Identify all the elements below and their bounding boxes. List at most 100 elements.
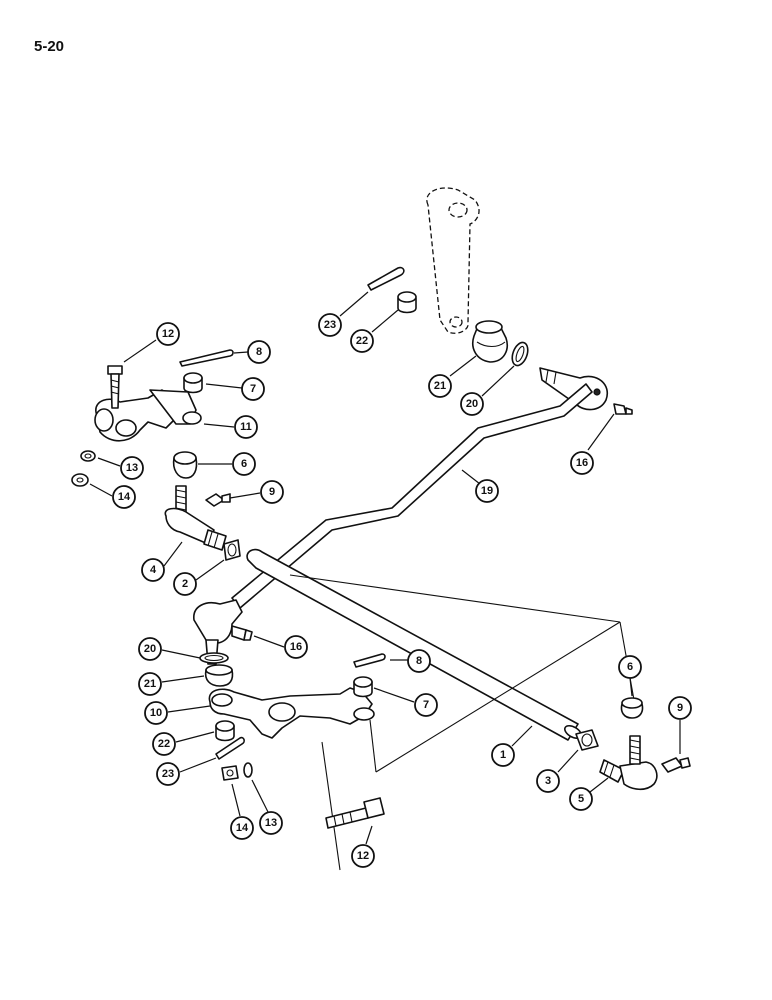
jam-nut-3 — [575, 729, 599, 751]
svg-text:21: 21 — [144, 678, 156, 690]
svg-text:22: 22 — [158, 738, 170, 750]
grease-fitting-upper — [613, 403, 633, 415]
washer-13-lower — [243, 762, 253, 778]
callout-14-lower: 14 — [230, 816, 254, 840]
callout-13-upper: 13 — [120, 456, 144, 480]
callout-16-lower: 16 — [284, 635, 308, 659]
grease-fitting-9-lower — [661, 757, 691, 773]
svg-text:7: 7 — [250, 383, 256, 395]
callout-6-lower: 6 — [618, 655, 642, 679]
nut-14-upper — [71, 473, 89, 487]
callout-9-upper: 9 — [260, 480, 284, 504]
callout-12-lower: 12 — [351, 844, 375, 868]
grease-fitting-16-lower — [231, 625, 253, 641]
callout-11: 11 — [234, 415, 258, 439]
callout-8-upper: 8 — [247, 340, 271, 364]
callout-22-lower: 22 — [152, 732, 176, 756]
svg-text:22: 22 — [356, 335, 368, 347]
page-number: 5-20 — [34, 38, 65, 55]
callout-21-lower: 21 — [138, 672, 162, 696]
svg-text:3: 3 — [545, 775, 551, 787]
tie-rod-end-upper-right — [539, 367, 609, 411]
callout-21-upper: 21 — [428, 374, 452, 398]
callout-6-upper: 6 — [232, 452, 256, 476]
callout-7-lower: 7 — [414, 693, 438, 717]
svg-text:13: 13 — [126, 462, 138, 474]
dust-boot-upper — [472, 320, 508, 363]
castle-nut-upper — [397, 291, 417, 314]
svg-text:6: 6 — [627, 661, 633, 673]
callout-23-lower: 23 — [156, 762, 180, 786]
cotter-pin-23-lower — [215, 736, 245, 760]
svg-text:16: 16 — [290, 641, 302, 653]
callout-10: 10 — [144, 701, 168, 725]
svg-text:6: 6 — [241, 458, 247, 470]
castle-nut-7-upper — [183, 372, 203, 394]
svg-text:14: 14 — [118, 491, 131, 503]
bolt-lower — [325, 797, 385, 829]
svg-text:8: 8 — [416, 655, 422, 667]
callout-14-upper: 14 — [112, 485, 136, 509]
svg-text:11: 11 — [240, 421, 252, 433]
castle-nut-7-lower — [353, 676, 373, 698]
tie-rod-end-right — [599, 735, 658, 791]
washer-13-upper — [80, 450, 96, 462]
leader-lines — [89, 291, 681, 845]
svg-text:5: 5 — [578, 793, 584, 805]
svg-text:10: 10 — [150, 707, 162, 719]
callout-23-upper: 23 — [318, 313, 342, 337]
callout-19: 19 — [475, 479, 499, 503]
cotter-pin-upper — [367, 266, 405, 291]
svg-text:2: 2 — [182, 578, 188, 590]
retaining-ring-lower — [199, 652, 229, 664]
retaining-ring-upper — [511, 341, 529, 367]
callout-4: 4 — [141, 558, 165, 582]
svg-text:20: 20 — [466, 398, 478, 410]
svg-text:9: 9 — [677, 702, 683, 714]
svg-text:12: 12 — [357, 850, 369, 862]
svg-text:23: 23 — [324, 319, 336, 331]
svg-text:8: 8 — [256, 346, 262, 358]
svg-text:9: 9 — [269, 486, 275, 498]
tie-rod-end-left — [164, 485, 227, 551]
cotter-pin-8-upper — [179, 349, 234, 367]
seal-6-upper — [172, 451, 198, 479]
svg-text:12: 12 — [162, 328, 174, 340]
callout-8-lower: 8 — [407, 649, 431, 673]
dust-boot-lower — [204, 664, 234, 687]
callout-3: 3 — [536, 769, 560, 793]
callout-20-lower: 20 — [138, 637, 162, 661]
svg-text:13: 13 — [265, 817, 277, 829]
svg-text:4: 4 — [150, 564, 157, 576]
nut-14-lower — [221, 765, 239, 781]
callout-1: 1 — [491, 743, 515, 767]
svg-text:16: 16 — [576, 457, 588, 469]
bolt-upper — [107, 365, 123, 409]
callout-12-upper: 12 — [156, 322, 180, 346]
reference-lines — [289, 574, 635, 871]
jam-nut-2 — [223, 539, 241, 561]
svg-text:23: 23 — [162, 768, 174, 780]
svg-text:14: 14 — [236, 822, 249, 834]
cotter-pin-8-lower — [353, 653, 386, 668]
castle-nut-22-lower — [215, 720, 235, 742]
svg-text:7: 7 — [423, 699, 429, 711]
callout-5: 5 — [569, 787, 593, 811]
callout-22-upper: 22 — [350, 329, 374, 353]
pitman-arm — [426, 187, 480, 334]
seal-6-lower — [620, 697, 644, 719]
steering-arm-lower — [208, 687, 375, 739]
svg-text:21: 21 — [434, 380, 446, 392]
svg-text:20: 20 — [144, 643, 156, 655]
grease-fitting-9-upper — [205, 493, 231, 507]
callout-7-upper: 7 — [241, 377, 265, 401]
callout-20-upper: 20 — [460, 392, 484, 416]
callout-9-lower: 9 — [668, 696, 692, 720]
svg-text:19: 19 — [481, 485, 493, 497]
svg-text:1: 1 — [500, 749, 506, 761]
callout-16-upper: 16 — [570, 451, 594, 475]
callout-2: 2 — [173, 572, 197, 596]
callout-13-lower: 13 — [259, 811, 283, 835]
drag-link-rod — [231, 383, 593, 609]
